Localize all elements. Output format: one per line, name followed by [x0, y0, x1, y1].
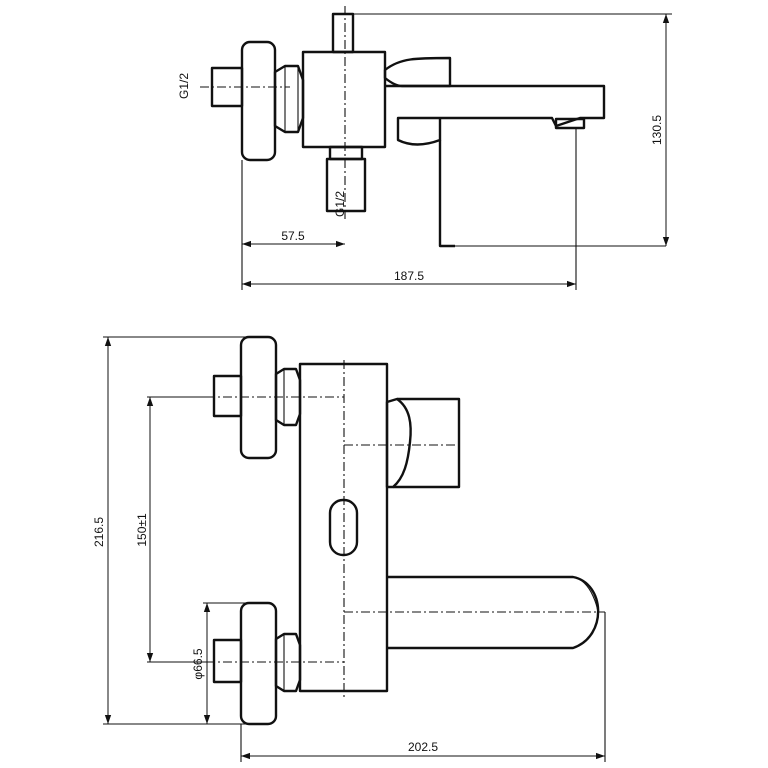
- label-187-5: 187.5: [394, 269, 424, 283]
- top-bottom-connector: [325, 157, 367, 213]
- label-216-5: 216.5: [92, 517, 106, 547]
- top-wall-flange: [240, 40, 277, 162]
- label-57-5: 57.5: [281, 229, 305, 243]
- label-thread-left: G1/2: [177, 73, 191, 99]
- top-mixer-body: [301, 50, 387, 149]
- front-handle: [393, 397, 461, 489]
- top-view: 57.5 187.5 130.5 G1/2 G1/2: [177, 6, 672, 290]
- label-130-5: 130.5: [650, 115, 664, 145]
- front-lower-flange: [239, 601, 278, 726]
- top-support: [438, 140, 455, 248]
- top-lever: [331, 12, 355, 54]
- top-aerator: [554, 117, 586, 130]
- label-202-5: 202.5: [408, 740, 438, 754]
- label-150: 150±1: [135, 513, 149, 547]
- top-spout: [385, 84, 606, 146]
- top-handle-cap: [383, 56, 452, 88]
- front-upper-inlet: [212, 374, 243, 418]
- label-66-5: φ66.5: [191, 648, 205, 679]
- top-hex-nut: [273, 64, 305, 134]
- front-view: 216.5 150±1 φ66.5 202.5: [92, 335, 606, 762]
- top-bottom-outlet: [328, 145, 364, 161]
- front-handle-side: [385, 397, 412, 489]
- label-thread-bottom: G1/2: [333, 191, 347, 217]
- front-lower-inlet: [212, 638, 243, 684]
